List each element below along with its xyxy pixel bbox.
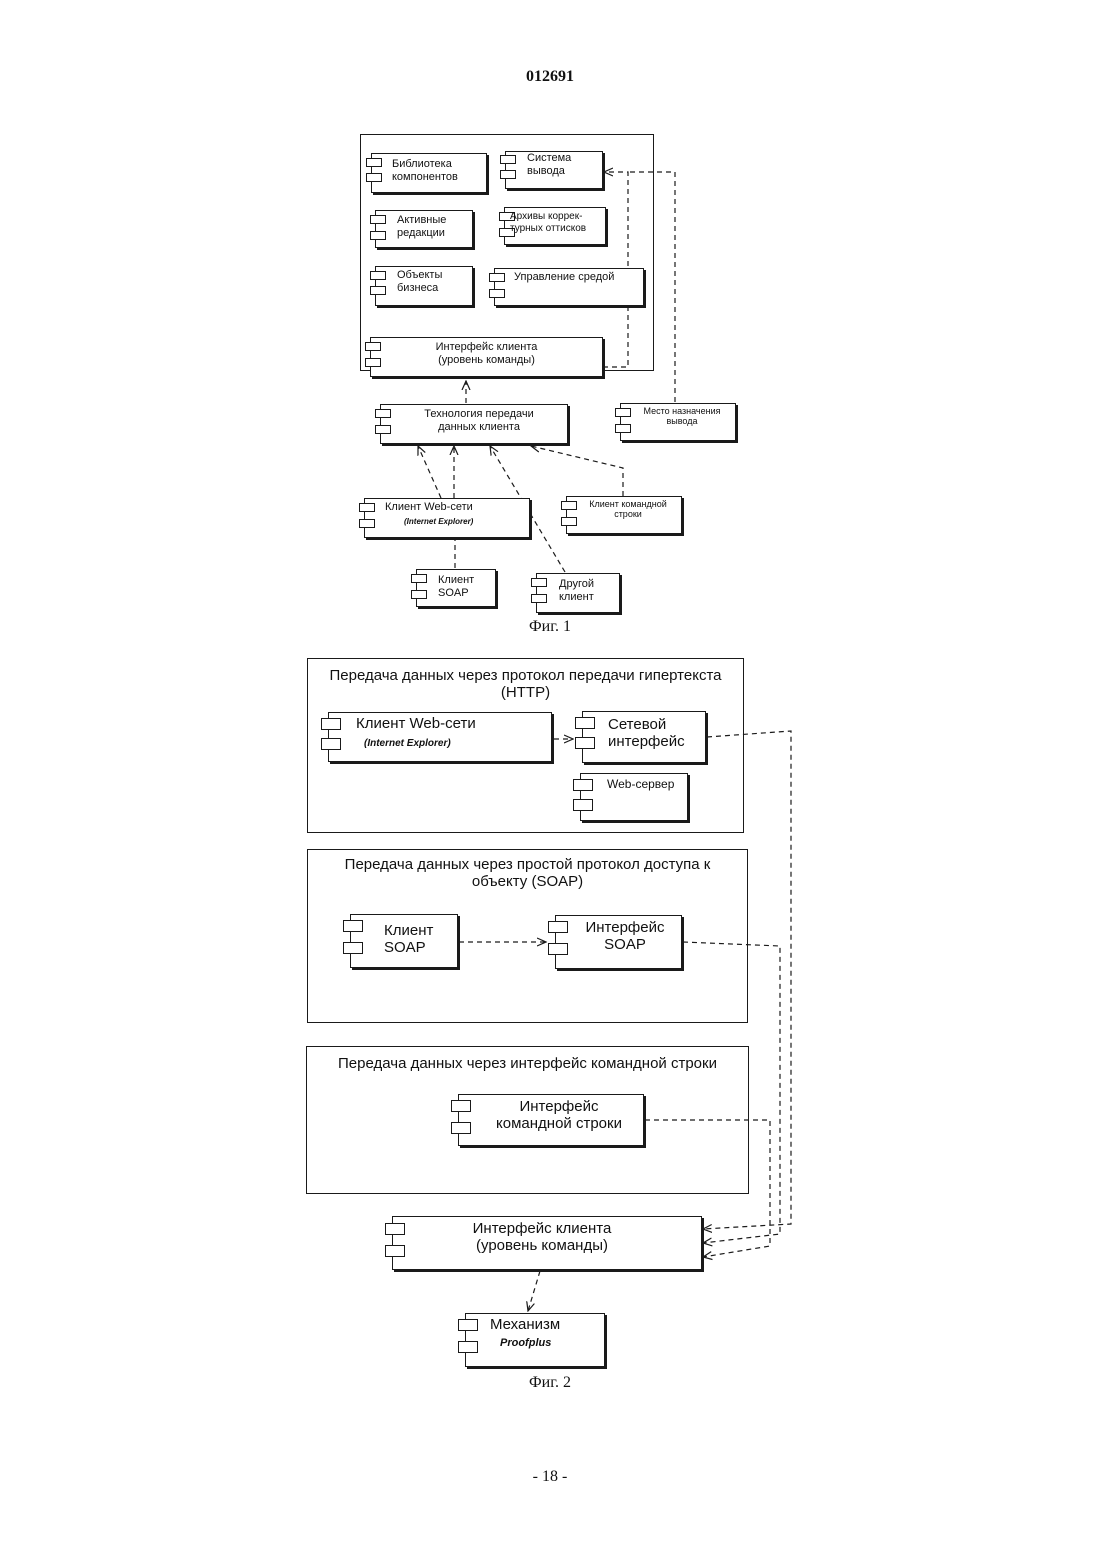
component-tab-icon [321, 738, 341, 750]
active-editions-label: Активные редакции [397, 214, 446, 239]
component-tab-icon [615, 408, 631, 417]
soap-client-label: Клиент SOAP [384, 922, 433, 957]
cli-package-title: Передача данных через интерфейс командно… [307, 1055, 748, 1072]
component-tab-icon [370, 231, 386, 240]
component-tab-icon [343, 942, 363, 954]
component-tab-icon [451, 1122, 471, 1134]
component-tab-icon [343, 920, 363, 932]
http-package-title: Передача данных через протокол передачи … [308, 667, 743, 702]
proof-archives-label: Архивы коррек- турных оттисков [510, 211, 586, 234]
component-tab-icon [411, 574, 427, 583]
component-tab-icon [531, 594, 547, 603]
component-tab-icon [531, 578, 547, 587]
page-number: - 18 - [0, 1468, 1100, 1486]
connector-web-to-transport-1 [418, 446, 441, 498]
client-interface-cmd-label: Интерфейс клиента (уровень команды) [392, 1220, 692, 1255]
figure-1-caption: Фиг. 1 [0, 618, 1100, 636]
engine-label: Механизм [490, 1316, 560, 1333]
transport-label: Технология передачи данных клиента [390, 408, 568, 433]
component-tab-icon [359, 503, 375, 512]
web-client-browser-label: (Internet Explorer) [404, 517, 473, 526]
component-tab-icon [370, 271, 386, 280]
component-tab-icon [548, 943, 568, 955]
library-label: Библиотека компонентов [392, 158, 458, 183]
component-tab-icon [370, 215, 386, 224]
component-tab-icon [548, 921, 568, 933]
component-tab-icon [359, 519, 375, 528]
component-tab-icon [451, 1100, 471, 1112]
figure-2-caption: Фиг. 2 [0, 1374, 1100, 1392]
env-management-label: Управление средой [514, 271, 614, 284]
component-tab-icon [458, 1319, 478, 1331]
component-tab-icon [366, 158, 382, 167]
component-tab-icon [370, 286, 386, 295]
cli-interface-label: Интерфейс командной строки [474, 1098, 644, 1133]
component-tab-icon [366, 173, 382, 182]
cli-client-label: Клиент командной строки [576, 499, 680, 520]
component-tab-icon [573, 799, 593, 811]
other-client-label: Другой клиент [559, 578, 594, 603]
http-web-client-label: Клиент Web-сети [356, 715, 476, 732]
connector-client-interface-to-engine [528, 1271, 540, 1311]
component-tab-icon [561, 517, 577, 526]
component-tab-icon [375, 409, 391, 418]
http-web-client-browser-label: (Internet Explorer) [364, 738, 451, 750]
net-interface-label: Сетевой интерфейс [608, 716, 685, 751]
soap-package-title: Передача данных через простой протокол д… [308, 856, 747, 891]
component-tab-icon [573, 779, 593, 791]
output-system-label: Система вывода [527, 152, 571, 177]
component-tab-icon [561, 501, 577, 510]
component-tab-icon [411, 590, 427, 599]
component-tab-icon [575, 717, 595, 729]
component-tab-icon [375, 425, 391, 434]
web-server-label: Web-сервер [607, 778, 674, 792]
engine-name-label: Proofplus [500, 1337, 551, 1350]
component-tab-icon [489, 289, 505, 298]
component-tab-icon [500, 170, 516, 179]
connector-cli-to-transport [531, 446, 623, 496]
component-tab-icon [500, 155, 516, 164]
web-client-label: Клиент Web-сети [385, 501, 473, 514]
component-tab-icon [615, 424, 631, 433]
component-tab-icon [489, 273, 505, 282]
soap-interface-label: Интерфейс SOAP [568, 919, 682, 954]
output-destination-label: Место назначения вывода [630, 406, 734, 427]
component-tab-icon [321, 718, 341, 730]
client-interface-label: Интерфейс клиента (уровень команды) [370, 341, 603, 366]
soap-client-label: Клиент SOAP [438, 574, 474, 599]
component-tab-icon [458, 1341, 478, 1353]
business-objects-label: Объекты бизнеса [397, 269, 442, 294]
component-tab-icon [575, 737, 595, 749]
